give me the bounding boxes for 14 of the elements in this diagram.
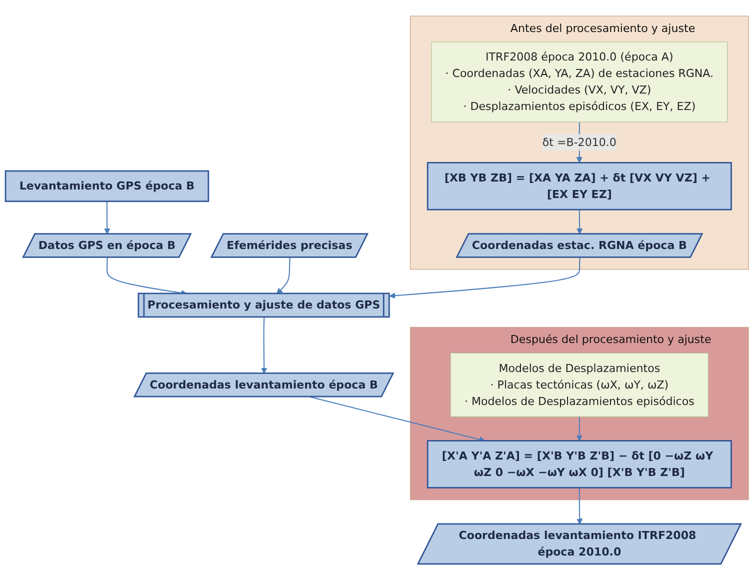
arrow <box>104 201 110 234</box>
arrow <box>310 396 486 442</box>
arrow <box>576 488 583 525</box>
node-box: Modelos de Desplazamientos · Placas tectónicas (ωX, ωY, ωZ) · Modelos de Desplazamientos episódicos <box>450 352 709 417</box>
arrow <box>276 258 290 294</box>
node-box: [X'A Y'A Z'A] = [X'B Y'B Z'B] − δt [0 −ωZ ωY ωZ 0 −ωX −ωY ωX 0] [X'B Y'B Z'B] <box>426 440 732 488</box>
node-box: ITRF2008 época 2010.0 (época A) · Coordenadas (XA, YA, ZA) de estaciones RGNA. · Velocidades (VX, VY, VZ) · Desplazamientos episódicos (EX, EY, EZ) <box>431 42 728 122</box>
arrow <box>576 210 583 234</box>
arrow <box>261 317 268 374</box>
node-box: Levantamiento GPS época B <box>4 170 210 202</box>
node-box: [XB YB ZB] = [XA YA ZA] + δt [VX VY VZ] + [EX EY EZ] <box>426 162 732 210</box>
arrow <box>389 258 580 299</box>
arrow <box>576 416 582 442</box>
edge-label: δt =B-2010.0 <box>542 135 616 149</box>
